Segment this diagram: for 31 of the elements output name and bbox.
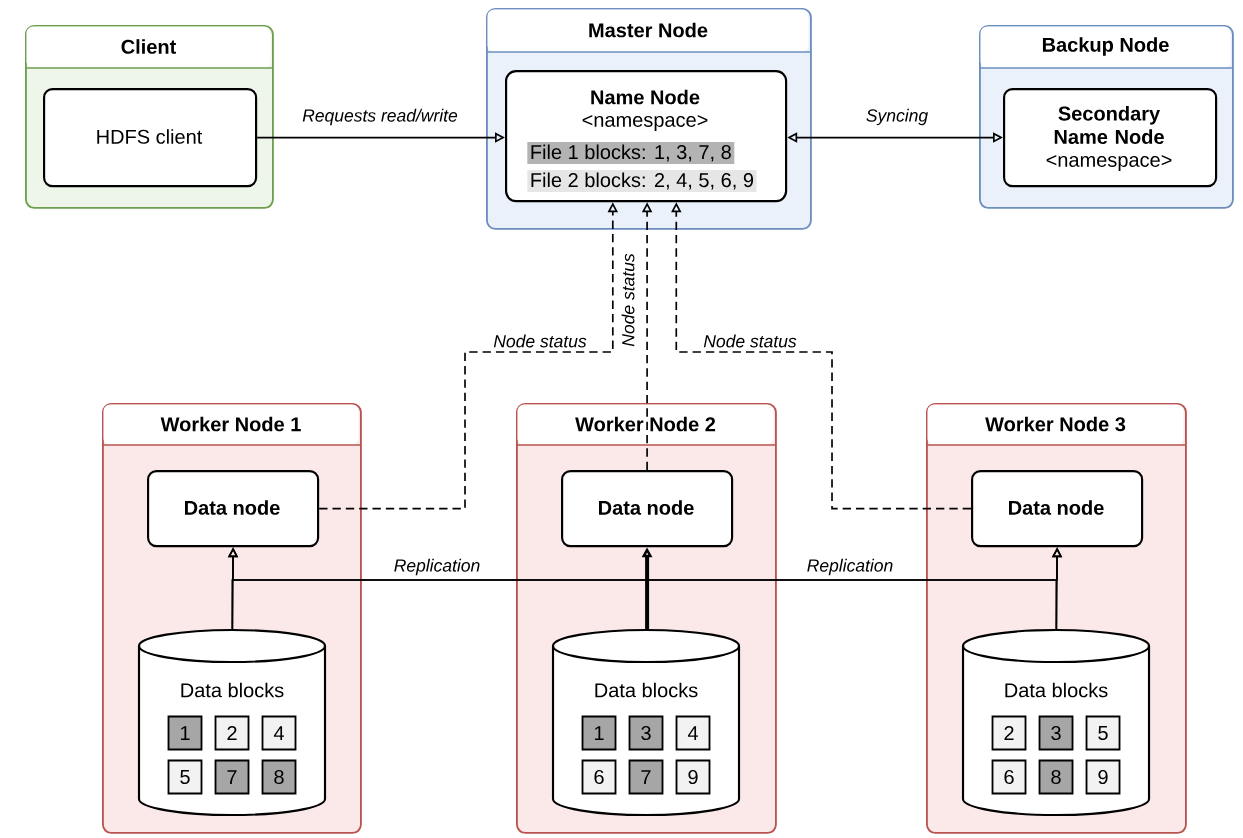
process-box: HDFS client [43,88,258,188]
block-square: 6 [581,759,617,795]
block-square: 1 [167,715,203,751]
block-square: 9 [1085,759,1121,795]
block-square: 7 [628,759,664,795]
edge-label: Replication [392,557,482,577]
edge-label: Replication [805,557,895,577]
process-box: Data node [971,470,1144,548]
block-square: 4 [675,715,711,751]
block-square: 8 [1038,759,1074,795]
block-square: 3 [628,715,664,751]
process-box: Data node [561,470,734,548]
block-square: 1 [581,715,617,751]
block-square: 3 [1038,715,1074,751]
edge-label: Node status [491,332,589,350]
process-box: Secondary Name Node <namespace> [1003,88,1218,188]
block-square: 5 [167,759,203,795]
edge-label: Node status [701,332,799,350]
block-square: 2 [214,715,250,751]
block-square: 8 [261,759,297,795]
edge-label: Syncing [864,107,930,127]
edge-label: Node status [619,251,637,349]
block-square: 7 [214,759,250,795]
name-node-box: Name Node <namespace> File 1 blocks: 1, 3, 7, 8 File 2 blocks: 2, 4, 5, 6, 9 [505,70,788,203]
block-square: 2 [991,715,1027,751]
block-square: 6 [991,759,1027,795]
block-square: 5 [1085,715,1121,751]
process-box: Data node [147,470,320,548]
edge-label: Requests read/write [300,107,460,127]
block-square: 9 [675,759,711,795]
block-square: 4 [261,715,297,751]
